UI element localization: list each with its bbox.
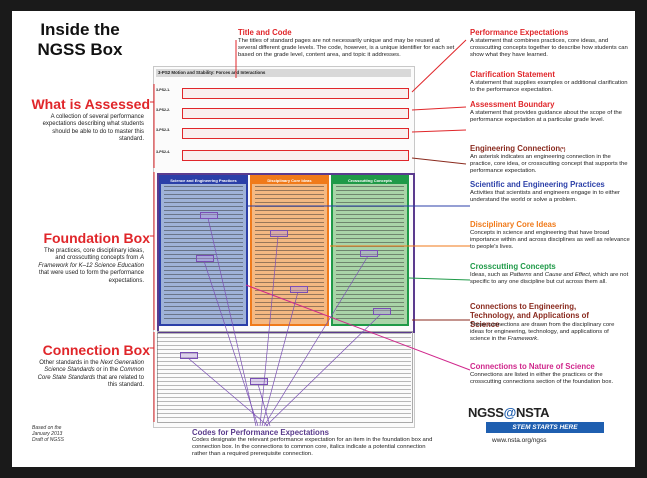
ngss-nsta-logo: NGSS@NSTA (468, 405, 550, 420)
engineering-text: An asterisk indicates an engineering con… (470, 154, 628, 175)
pe-row: 3-PS2-2. (156, 108, 411, 121)
core-ideas-text-lines (255, 186, 324, 321)
connection-box-outline (157, 331, 413, 423)
engineering-heading: Engineering Connection(*) (470, 144, 566, 153)
core-ideas-text: Concepts in science and engineering that… (470, 230, 630, 251)
core-ideas-heading: Disciplinary Core Ideas (470, 220, 557, 229)
pe-highlight (182, 88, 409, 99)
crosscutting-text-lines (336, 186, 404, 321)
boundary-text: A statement that provides guidance about… (470, 110, 622, 124)
practices-column: Science and Engineering Practices (159, 175, 248, 326)
connection-heading: Connection Box (42, 342, 150, 358)
foundation-box-outline (157, 173, 415, 333)
pe-row: 3-PS2-4. (156, 150, 411, 163)
core-ideas-column-header: Disciplinary Core Ideas (252, 177, 327, 184)
nature-heading: Connections to Nature of Science (470, 362, 595, 371)
clarification-heading: Clarification Statement (470, 70, 555, 79)
engineering-pointer (411, 157, 467, 165)
standard-title-bar: 3-PS2 Motion and Stability: Forces and I… (156, 69, 411, 77)
pe-highlight (182, 128, 409, 139)
crosscutting-column-header: Crosscutting Concepts (333, 177, 407, 184)
what-assessed-text: A collection of several performance expe… (42, 114, 144, 143)
crosscutting-heading: Crosscutting Concepts (470, 262, 556, 271)
practices-text: Activities that scientists and engineers… (470, 190, 620, 204)
based-on-note: Based on the January 2013 Draft of NGSS (32, 425, 64, 443)
practices-heading: Scientific and Engineering Practices (470, 180, 605, 189)
eng-tech-heading: Connections to Engineering, Technology, … (470, 302, 589, 329)
pe-code-tag (250, 378, 268, 385)
foundation-text: The practices, core disciplinary ideas, … (38, 248, 144, 284)
connection-bracket (150, 332, 155, 422)
performance-text: A statement that combines practices, cor… (470, 38, 628, 59)
nature-pointer (245, 284, 471, 371)
title-code-text: The titles of standard pages are not nec… (238, 38, 455, 59)
stem-starts-here-band: STEM STARTS HERE (486, 422, 604, 433)
crosscutting-text: Ideas, such as Patterns and Cause and Ef… (470, 272, 629, 286)
codes-heading: Codes for Performance Expectations (192, 428, 329, 437)
connection-text: Other standards in the Next Generation S… (37, 360, 144, 389)
codes-text: Codes designate the relevant performance… (192, 437, 433, 458)
pe-code-tag (196, 255, 214, 262)
boundary-pointer (411, 129, 467, 133)
pe-code-tag (290, 286, 308, 293)
page-title: Inside the NGSS Box (37, 20, 123, 59)
clarification-pointer (411, 106, 467, 111)
eng-tech-text: These connections are drawn from the dis… (470, 322, 615, 343)
nature-text: Connections are listed in either the pra… (470, 372, 614, 386)
what-assessed-bracket (150, 84, 155, 168)
code-pointers (187, 217, 382, 427)
connection-box-text-lines (157, 333, 411, 421)
what-assessed-heading: What is Assessed (31, 96, 150, 112)
performance-pointer (411, 39, 467, 93)
performance-heading: Performance Expectations (470, 28, 569, 37)
pe-code-tag (373, 308, 391, 315)
pe-highlight (182, 108, 409, 119)
core-ideas-column: Disciplinary Core Ideas (250, 175, 329, 326)
pe-row: 3-PS2-1. (156, 88, 411, 101)
crosscutting-pointer (408, 277, 471, 281)
pe-code-tag (270, 230, 288, 237)
pe-code-tag (360, 250, 378, 257)
crosscutting-column: Crosscutting Concepts (331, 175, 409, 326)
foundation-heading: Foundation Box (43, 230, 150, 246)
pe-row: 3-PS2-3. (156, 128, 411, 141)
title-code-heading: Title and Code (238, 28, 292, 37)
pe-highlight (182, 150, 409, 161)
foundation-bracket (150, 172, 155, 330)
nsta-url[interactable]: www.nsta.org/ngss (492, 437, 547, 444)
practices-column-header: Science and Engineering Practices (161, 177, 246, 184)
pe-code-tag (200, 212, 218, 219)
clarification-text: A statement that supplies examples or ad… (470, 80, 628, 94)
boundary-heading: Assessment Boundary (470, 100, 555, 109)
practices-text-lines (164, 186, 243, 321)
